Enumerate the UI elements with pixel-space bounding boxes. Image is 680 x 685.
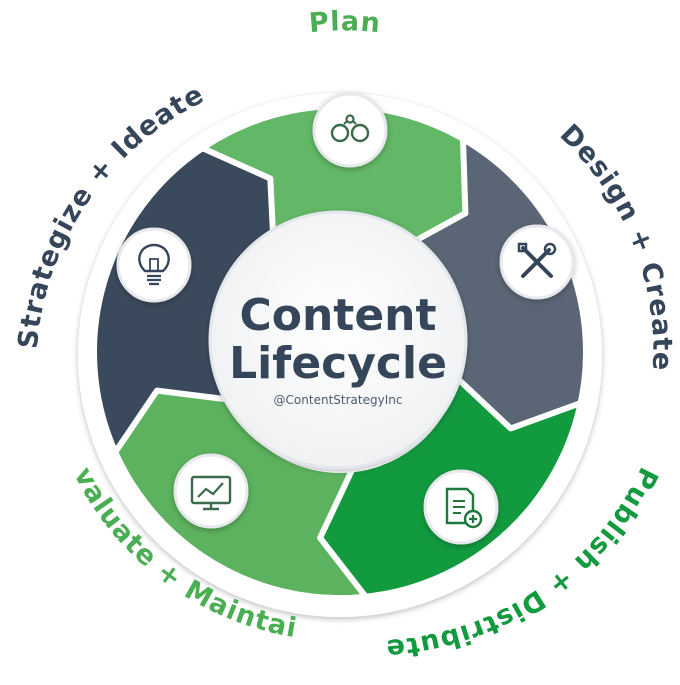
document-add-icon <box>423 469 499 545</box>
phase-label-plan-text: Plan <box>308 6 381 39</box>
lightbulb-icon <box>116 227 192 303</box>
center-handle: @ContentStrategyInc <box>274 393 403 407</box>
center-circle <box>208 210 468 470</box>
phase-label-plan: Plan <box>308 6 382 39</box>
collaboration-heads-icon <box>312 92 388 168</box>
center-title-line1: Content <box>239 290 436 341</box>
tools-icon <box>499 224 575 300</box>
icons-group <box>116 92 575 545</box>
analytics-monitor-icon <box>173 453 249 529</box>
center-title-line2: Lifecycle <box>229 338 447 389</box>
